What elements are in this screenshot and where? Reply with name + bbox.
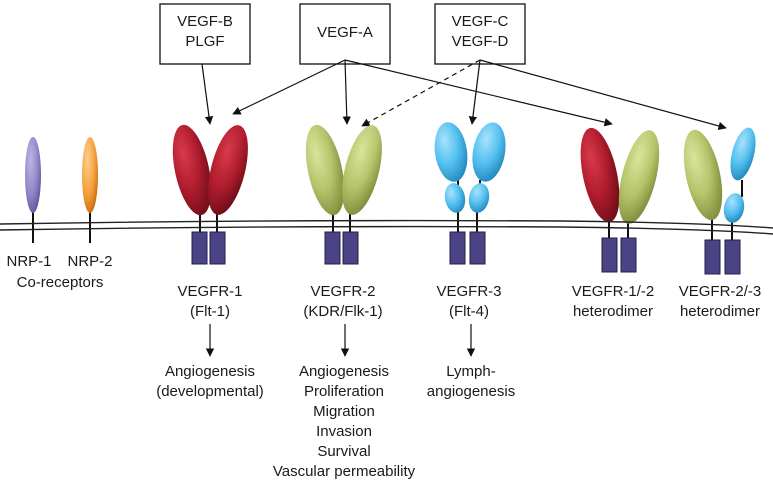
label-vegfr2-name: VEGFR-2 <box>310 283 375 300</box>
outcome-arrows <box>205 324 476 357</box>
arrow-vegfb-to-vegfr1 <box>201 63 214 125</box>
ligand-vegfb-line2: PLGF <box>185 33 224 50</box>
kinase-vegfr3-b <box>469 231 486 265</box>
label-vegfr23-name: VEGFR-2/-3 <box>679 283 762 300</box>
ligand-box-vegfa: VEGF-A <box>299 3 391 65</box>
kinase-vegfr12-b <box>620 237 637 273</box>
receptor-vegfr23 <box>683 127 756 240</box>
ligand-vegfa-line1: VEGF-A <box>317 24 373 41</box>
label-vegfr1-sub: (Flt-1) <box>190 303 230 320</box>
label-nrp1: NRP-1 <box>6 253 51 270</box>
kinase-vegfr12-a <box>601 237 618 273</box>
ligand-box-vegfb: VEGF-B PLGF <box>159 3 251 65</box>
arrow-vegfa-to-vegfr2 <box>342 59 351 125</box>
arrow-vegfc-to-vegfr3 <box>468 59 481 125</box>
outcome-vegfr1-line1: Angiogenesis <box>165 363 255 380</box>
outcome-vegfr1-line2: (developmental) <box>156 383 264 400</box>
receptor-vegfr1 <box>172 124 248 232</box>
kinase-vegfr1-a <box>191 231 208 265</box>
outcome-vegfr3-line2: angiogenesis <box>427 383 515 400</box>
binding-arrows <box>201 59 727 131</box>
label-vegfr2-sub: (KDR/Flk-1) <box>303 303 382 320</box>
outcome-vegfr2-line2: Proliferation <box>304 383 384 400</box>
label-vegfr12-name: VEGFR-1/-2 <box>572 283 655 300</box>
kinase-vegfr23-a <box>704 239 721 275</box>
arrow-vegfc-to-vegfr2 <box>361 59 481 127</box>
outcome-vegfr2-line3: Migration <box>313 403 375 420</box>
label-coreceptors: Co-receptors <box>17 274 104 291</box>
label-vegfr1-name: VEGFR-1 <box>177 283 242 300</box>
coreceptor-nrp1 <box>25 137 41 243</box>
outcome-vegfr2-line1: Angiogenesis <box>299 363 389 380</box>
arrow-vegfa-to-vegfr12 <box>344 59 613 127</box>
receptor-vegfr3 <box>434 122 506 232</box>
kinase-vegfr3-a <box>449 231 466 265</box>
kinase-vegfr2-b <box>342 231 359 265</box>
arrow-vegfc-to-vegfr23 <box>479 59 727 131</box>
arrow-vegfa-to-vegfr1 <box>232 59 346 115</box>
receptor-vegfr2 <box>305 124 382 232</box>
ligand-box-vegfc: VEGF-C VEGF-D <box>434 3 526 65</box>
kinase-vegfr2-a <box>324 231 341 265</box>
ligand-vegfc-line1: VEGF-C <box>452 13 509 30</box>
label-vegfr23-sub: heterodimer <box>680 303 760 320</box>
label-vegfr12-sub: heterodimer <box>573 303 653 320</box>
receptor-vegfr12 <box>580 127 660 238</box>
outcome-vegfr3-line1: Lymph- <box>446 363 495 380</box>
outcome-vegfr2-line4: Invasion <box>316 423 372 440</box>
outcome-vegfr2-line5: Survival <box>317 443 370 460</box>
label-vegfr3-sub: (Flt-4) <box>449 303 489 320</box>
label-nrp2: NRP-2 <box>67 253 112 270</box>
cell-membrane <box>0 219 773 235</box>
outcome-vegfr2-line6: Vascular permeability <box>273 463 416 480</box>
ligand-vegfc-line2: VEGF-D <box>452 33 509 50</box>
kinase-vegfr23-b <box>724 239 741 275</box>
kinase-vegfr1-b <box>209 231 226 265</box>
coreceptor-nrp2 <box>82 137 98 243</box>
ligand-vegfb-line1: VEGF-B <box>177 13 233 30</box>
label-vegfr3-name: VEGFR-3 <box>436 283 501 300</box>
kinase-domains <box>191 231 741 275</box>
